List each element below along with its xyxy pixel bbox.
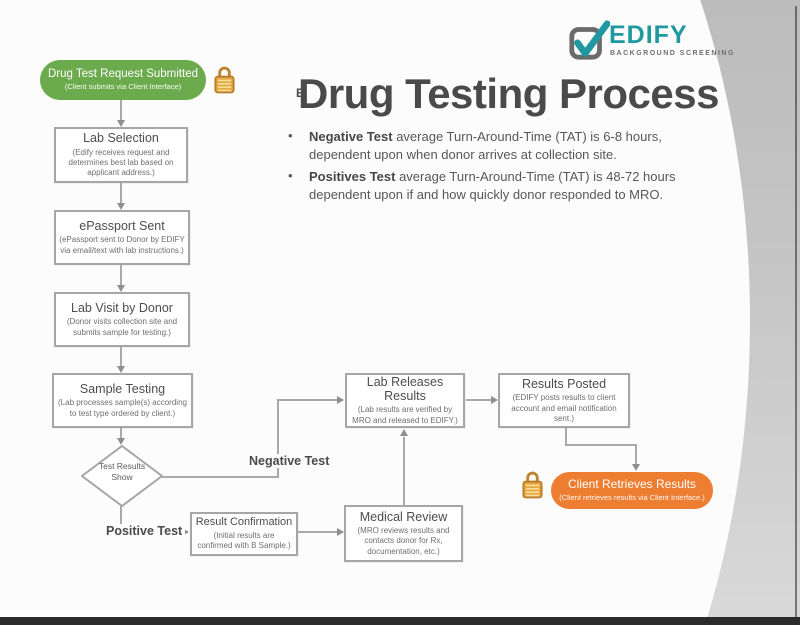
results-posted-node: Results Posted (EDIFY posts results to c…	[498, 373, 630, 428]
tat-bullet-list: • Negative Test average Turn-Around-Time…	[288, 128, 698, 208]
logo-tagline: BACKGROUND SCREENING	[610, 50, 735, 57]
lab-visit-node: Lab Visit by Donor (Donor visits collect…	[54, 292, 190, 347]
lab-selection-node: Lab Selection (Edify receives request an…	[54, 127, 188, 183]
arrowhead	[182, 528, 189, 536]
connector	[120, 347, 122, 366]
connector	[403, 437, 405, 505]
connector-negative	[162, 476, 279, 478]
bullet-marker: •	[288, 167, 293, 183]
bullet-bold-text: Positives Test	[309, 168, 396, 184]
arrowhead	[117, 120, 125, 127]
node-subtitle: (Lab results are verified by MRO and rel…	[352, 405, 458, 425]
node-title: Lab Releases Results	[366, 374, 444, 404]
node-title: Sample Testing	[79, 381, 166, 396]
arrowhead	[491, 396, 498, 404]
node-subtitle: (Edify receives request and determines b…	[68, 147, 174, 178]
window-bottom-edge	[0, 617, 800, 625]
connector	[565, 444, 637, 446]
bullet-marker: •	[288, 128, 293, 143]
arrowhead	[632, 464, 640, 471]
bullet-text: average Turn-Around-Time (TAT) is 48-72 …	[309, 168, 676, 202]
positive-test-label: Positive Test	[103, 524, 186, 538]
connector-negative	[277, 399, 337, 401]
node-title: Lab Visit by Donor	[71, 300, 173, 315]
node-title: Medical Review	[359, 509, 448, 524]
checkbox-check-icon	[569, 20, 610, 60]
connector	[635, 444, 637, 466]
arrowhead	[117, 438, 125, 445]
node-title: Result Confirmation	[195, 516, 293, 529]
start-node: Drug Test Request Submitted (Client subm…	[40, 60, 206, 100]
medical-review-node: Medical Review (MRO reviews results and …	[344, 505, 463, 562]
decision-label: Test Results Show	[98, 461, 146, 482]
node-title: Results Posted	[521, 376, 607, 391]
node-subtitle: (ePassport sent to Donor by EDIFY via em…	[59, 235, 185, 255]
sample-testing-node: Sample Testing (Lab processes sample(s) …	[52, 373, 193, 428]
arrowhead	[400, 429, 408, 436]
connector	[120, 265, 122, 285]
result-confirmation-node: Result Confirmation (Initial results are…	[190, 512, 298, 556]
connector-positive	[120, 506, 122, 533]
node-subtitle: (MRO reviews results and contacts donor …	[357, 526, 450, 556]
edify-logo: EDIFY BACKGROUND SCREENING	[568, 14, 733, 62]
arrowhead	[337, 396, 344, 404]
node-subtitle: (Donor visits collection site and submit…	[66, 317, 178, 337]
connector	[120, 428, 122, 439]
arrowhead	[117, 366, 125, 373]
connector-negative	[277, 400, 279, 478]
connector	[298, 531, 338, 533]
connector	[466, 399, 492, 401]
lab-releases-results-node: Lab Releases Results (Lab results are ve…	[345, 373, 465, 428]
connector	[565, 428, 567, 446]
connector	[120, 100, 122, 120]
logo-wordmark: EDIFY	[609, 21, 688, 49]
decision-diamond	[81, 445, 163, 507]
node-title: Client Retrieves Results	[567, 477, 697, 492]
bullet-text: average Turn-Around-Time (TAT) is 6-8 ho…	[309, 129, 662, 162]
page-title: Drug Testing Process	[298, 70, 720, 117]
negative-test-label: Negative Test	[246, 454, 333, 468]
epassport-node: ePassport Sent (ePassport sent to Donor …	[54, 210, 190, 265]
node-title: Drug Test Request Submitted	[47, 68, 198, 81]
end-node: Client Retrieves Results (Client retriev…	[551, 472, 713, 509]
connector	[120, 183, 122, 203]
node-subtitle: (Client retrieves results via Client Int…	[559, 493, 705, 503]
node-subtitle: (Lab processes sample(s) according to te…	[58, 398, 187, 418]
stray-letter: E	[296, 86, 305, 100]
node-subtitle: (EDIFY posts results to client account a…	[511, 393, 617, 423]
window-right-edge	[795, 6, 797, 617]
bullet-positive-tat: • Positives Test average Turn-Around-Tim…	[288, 168, 698, 204]
node-subtitle: (Client submits via Client Interface)	[64, 82, 182, 92]
node-title: ePassport Sent	[79, 218, 165, 233]
arrowhead	[117, 285, 125, 292]
arrowhead	[117, 203, 125, 210]
bullet-negative-tat: • Negative Test average Turn-Around-Time…	[288, 128, 698, 164]
bullet-bold-text: Negative Test	[309, 129, 393, 144]
lock-icon	[522, 471, 543, 499]
lock-icon	[214, 66, 235, 94]
node-subtitle: (Initial results are confirmed with B Sa…	[197, 530, 291, 551]
node-title: Lab Selection	[83, 131, 159, 146]
arrowhead	[337, 528, 344, 536]
